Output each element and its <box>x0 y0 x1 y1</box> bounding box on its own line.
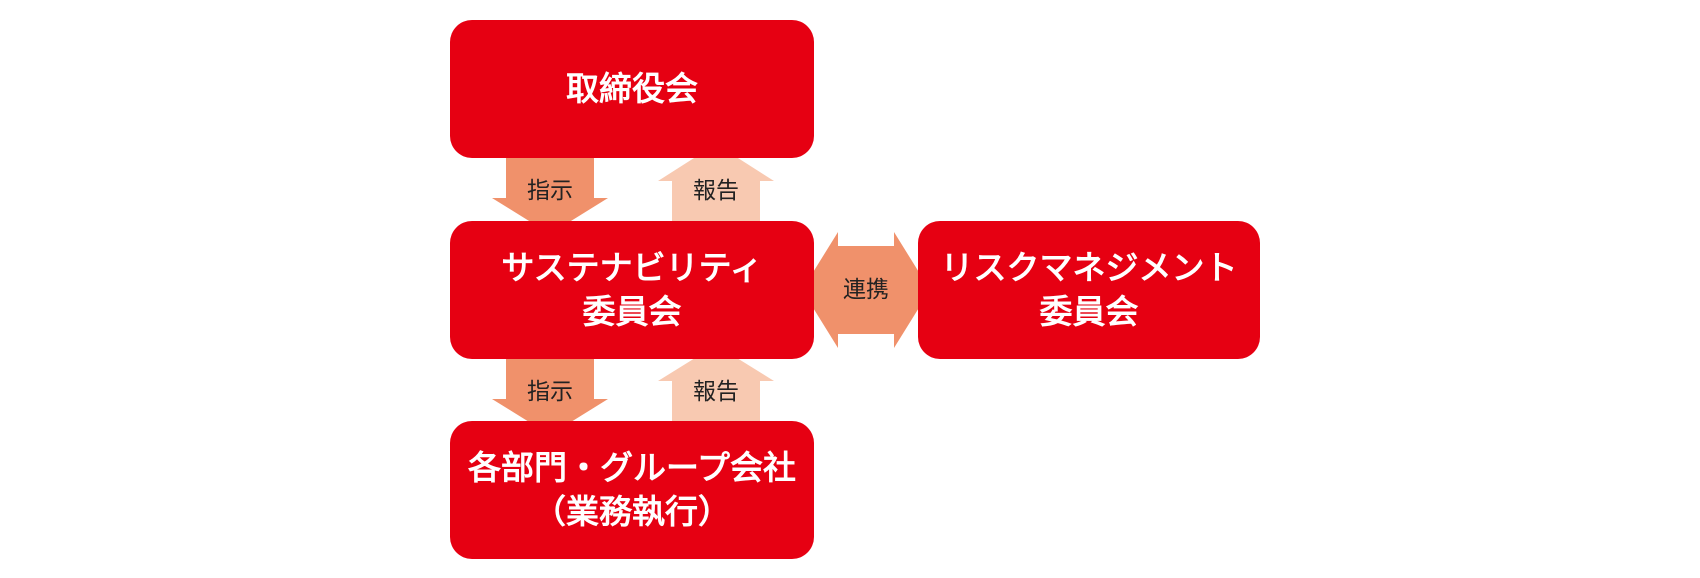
cooperate-double-arrow: 連携 <box>802 232 930 348</box>
departments-label-line2: （業務執行） <box>533 492 731 531</box>
report-arrow-departments-to-sustainability: 報告 <box>658 345 774 421</box>
instruct-arrow-sustainability-to-departments: 指示 <box>492 359 608 435</box>
risk-label-line2: 委員会 <box>1039 292 1139 331</box>
risk-label-line1: リスクマネジメント <box>940 248 1238 287</box>
board-of-directors-box: 取締役会 <box>450 20 814 158</box>
down-arrow-shape <box>492 158 608 234</box>
down-arrow-shape <box>492 359 608 435</box>
risk-management-committee-box: リスクマネジメント 委員会 <box>918 221 1260 359</box>
sustainability-committee-box: サステナビリティ 委員会 <box>450 221 814 359</box>
board-label: 取締役会 <box>566 69 698 108</box>
instruct-label: 指示 <box>527 178 573 204</box>
cooperate-label: 連携 <box>843 277 889 303</box>
departments-group-companies-box: 各部門・グループ会社 （業務執行） <box>450 421 814 559</box>
instruct-arrow-board-to-sustainability: 指示 <box>492 158 608 234</box>
up-arrow-shape <box>658 144 774 221</box>
instruct-label: 指示 <box>527 379 573 405</box>
report-label: 報告 <box>693 379 739 405</box>
departments-label-line1: 各部門・グループ会社 <box>467 448 797 487</box>
report-arrow-sustainability-to-board: 報告 <box>658 144 774 221</box>
report-label: 報告 <box>693 178 739 204</box>
up-arrow-shape <box>658 345 774 421</box>
double-arrow-shape <box>802 232 930 348</box>
sustainability-label-line2: 委員会 <box>582 292 682 331</box>
sustainability-label-line1: サステナビリティ <box>501 248 763 287</box>
